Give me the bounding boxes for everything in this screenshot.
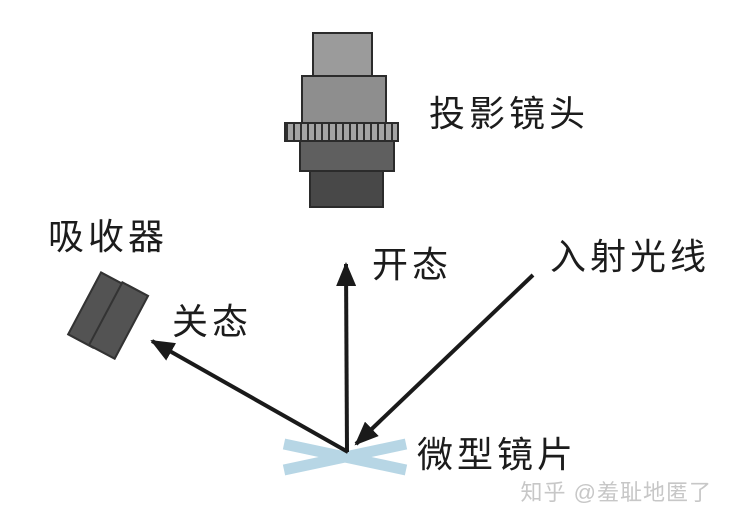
lens-upper-body-shape	[301, 75, 387, 124]
incident-ray-arrow	[354, 273, 535, 446]
absorber-label: 吸收器	[48, 217, 169, 257]
micro-mirror-tilted-bar	[282, 438, 408, 476]
micro-mirror-label: 微型镜片	[417, 435, 578, 475]
projection-lens-label: 投影镜头	[429, 94, 590, 134]
on-state-ray-arrow	[336, 262, 357, 453]
off-state-ray-arrow	[150, 339, 349, 454]
lens-barrel-shape	[309, 170, 384, 208]
lens-top-section-shape	[312, 32, 373, 77]
incident-ray-label: 入射光线	[550, 237, 711, 277]
zhihu-watermark: 知乎 @羞耻地匿了	[520, 480, 712, 505]
lens-lower-body-shape	[299, 140, 395, 172]
on-state-label: 开态	[372, 245, 453, 285]
off-state-label: 关态	[172, 302, 253, 342]
